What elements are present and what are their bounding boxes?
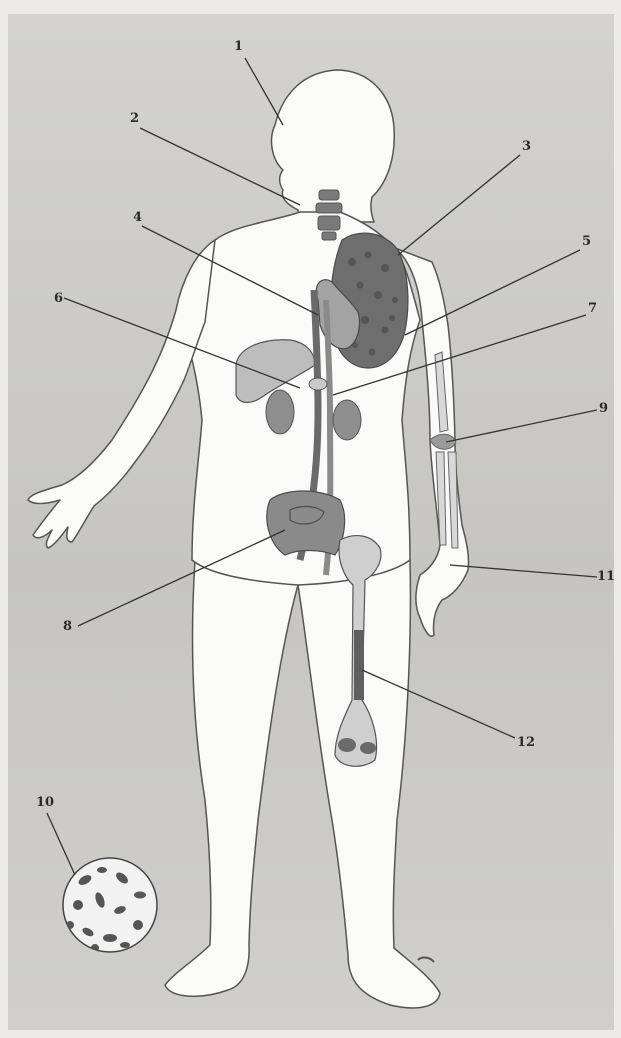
label-5: 5 <box>582 234 591 249</box>
label-8: 8 <box>63 619 72 634</box>
adrenal <box>309 378 327 390</box>
blood-cell-inset <box>63 858 157 952</box>
label-6: 6 <box>54 291 63 306</box>
label-9: 9 <box>599 401 608 416</box>
label-12: 12 <box>517 735 535 750</box>
label-10: 10 <box>36 795 54 810</box>
label-4: 4 <box>133 210 142 225</box>
label-11: 11 <box>597 569 615 584</box>
label-3: 3 <box>522 139 531 154</box>
pelvis <box>267 491 345 555</box>
label-7: 7 <box>588 301 597 316</box>
kidney-right <box>266 390 294 434</box>
kidney-left <box>333 400 361 440</box>
label-2: 2 <box>130 111 139 126</box>
label-1: 1 <box>234 39 243 54</box>
